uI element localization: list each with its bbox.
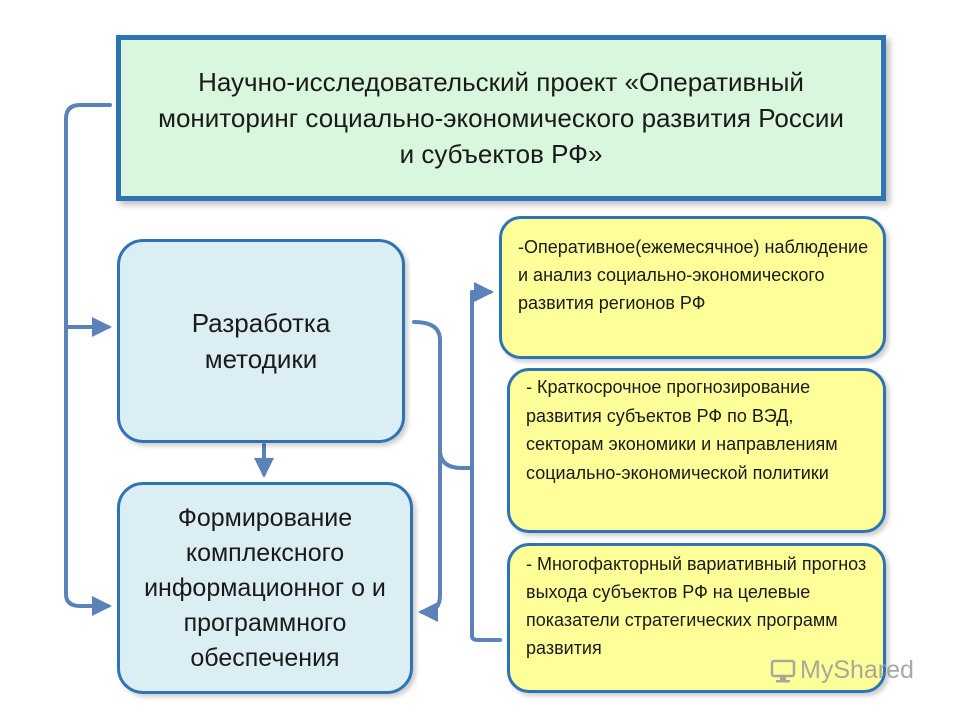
- task-box-forecasting: - Краткосрочное прогнозирование развития…: [507, 368, 886, 533]
- project-title: Научно-исследовательский проект «Операти…: [158, 67, 844, 169]
- information-software-box: Формирование комплексного информационног…: [117, 482, 413, 694]
- project-title-box: Научно-исследовательский проект «Операти…: [116, 35, 886, 201]
- task-text-monitoring: -Оперативное(ежемесячное) наблюдение и а…: [518, 237, 869, 313]
- myshared-watermark: MyShared: [770, 656, 914, 685]
- monitor-logo-icon: [770, 659, 796, 682]
- right-brace-line: [412, 320, 474, 470]
- task-text-multifactor-forecast: - Многофакторный вариативный прогноз вых…: [526, 554, 867, 658]
- task-spine-line: [470, 290, 502, 642]
- method-development-box: Разработка методики: [117, 239, 405, 443]
- left-bracket-line: [64, 103, 112, 616]
- task-text-forecasting: - Краткосрочное прогнозирование развития…: [526, 377, 838, 483]
- task-box-monitoring: -Оперативное(ежемесячное) наблюдение и а…: [499, 216, 886, 359]
- method-development-label: Разработка методики: [191, 308, 331, 374]
- brace-return-arrow: [418, 448, 442, 622]
- information-software-label: Формирование комплексного информационног…: [144, 503, 386, 672]
- watermark-text: MyShared: [800, 656, 914, 684]
- task-box-multifactor-forecast: - Многофакторный вариативный прогноз вых…: [507, 543, 886, 693]
